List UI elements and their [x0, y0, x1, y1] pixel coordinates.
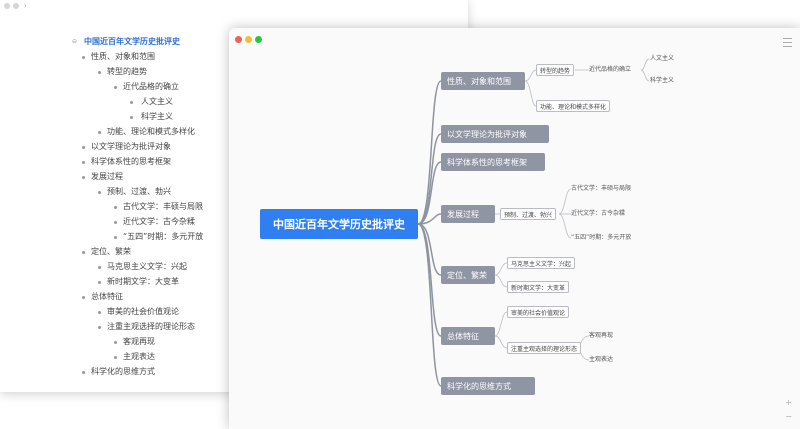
window-dot-icon[interactable]: [13, 3, 19, 9]
bullet-icon: [82, 56, 85, 59]
outline-item[interactable]: 转型的趋势: [107, 67, 147, 76]
minimize-button[interactable]: [245, 36, 252, 43]
bullet-icon: [98, 311, 101, 314]
outline-item[interactable]: 发展过程: [91, 172, 123, 181]
outline-titlebar: ›: [0, 0, 468, 14]
outline-item[interactable]: 主观表达: [123, 352, 155, 361]
bullet-icon: [114, 221, 117, 224]
topic-node[interactable]: 性质、对象和范围: [441, 72, 525, 90]
maximize-button[interactable]: [255, 36, 262, 43]
outline-item[interactable]: 科学体系性的思考框架: [91, 157, 171, 166]
bullet-icon: [114, 206, 117, 209]
chevron-right-icon[interactable]: ›: [24, 2, 27, 10]
outline-item[interactable]: 近代品格的确立: [123, 82, 179, 91]
outline-item[interactable]: 审美的社会价值观论: [107, 307, 179, 316]
bullet-icon: [82, 371, 85, 374]
sub-node[interactable]: 转型的趋势: [536, 64, 575, 76]
bullet-icon: [114, 236, 117, 239]
outline-item[interactable]: 性质、对象和范围: [91, 52, 155, 61]
bullet-icon: [98, 131, 101, 134]
outline-item[interactable]: 新时期文学：大变革: [107, 277, 179, 286]
menu-icon[interactable]: [783, 38, 792, 47]
window-dot-icon[interactable]: [4, 3, 10, 9]
outline-item[interactable]: 科学主义: [141, 112, 173, 121]
outline-item[interactable]: 功能、理论和模式多样化: [107, 127, 195, 136]
topic-node[interactable]: 发展过程: [441, 205, 495, 223]
close-button[interactable]: [235, 36, 242, 43]
bullet-icon: [82, 161, 85, 164]
bullet-icon: [130, 101, 133, 104]
bullet-icon: [114, 86, 117, 89]
leaf-node[interactable]: 近代文学：古今杂糅: [571, 210, 626, 217]
bullet-icon: [98, 191, 101, 194]
background-panel: [470, 0, 800, 28]
bullet-icon: [98, 266, 101, 269]
outline-item[interactable]: 总体特征: [91, 292, 123, 301]
sub-node[interactable]: 审美的社会价值观论: [507, 306, 570, 318]
leaf-node[interactable]: 主观表达: [589, 356, 614, 363]
topic-node[interactable]: 科学体系性的思考框架: [441, 153, 545, 171]
connector-lines: [417, 58, 650, 387]
outline-item[interactable]: 近代文学：古今杂糅: [123, 217, 195, 226]
leaf-node[interactable]: 近代品格的确立: [589, 66, 632, 73]
bullet-icon: [130, 116, 133, 119]
bullet-icon: [82, 251, 85, 254]
outline-item[interactable]: 定位、繁荣: [91, 247, 131, 256]
outline-root[interactable]: 中国近百年文学历史批评史: [84, 37, 180, 46]
outline-item[interactable]: 古代文学：丰硕与局限: [123, 202, 203, 211]
outline-item[interactable]: 马克思主义文学：兴起: [107, 262, 187, 271]
leaf-node[interactable]: 科学主义: [650, 77, 675, 84]
bullet-icon: [98, 71, 101, 74]
root-node[interactable]: 中国近百年文学历史批评史: [260, 209, 418, 239]
bullet-icon: [82, 296, 85, 299]
outline-item[interactable]: “五四”时期：多元开放: [123, 232, 204, 241]
bullet-icon: [82, 146, 85, 149]
topic-node[interactable]: 科学化的思维方式: [441, 377, 535, 395]
bullet-icon: [114, 341, 117, 344]
sub-node[interactable]: 新时期文学：大变革: [507, 281, 570, 293]
outline-item[interactable]: 客观再现: [123, 337, 155, 346]
topic-node[interactable]: 以文学理论为批评对象: [441, 125, 549, 143]
bullet-icon: [98, 326, 101, 329]
leaf-node[interactable]: 客观再现: [589, 332, 614, 339]
outline-item[interactable]: 以文学理论为批评对象: [91, 142, 171, 151]
sub-node[interactable]: 注重主观选择的理论形态: [507, 342, 582, 354]
topic-node[interactable]: 总体特征: [441, 327, 495, 345]
bullet-icon: [114, 356, 117, 359]
sub-node[interactable]: 功能、理论和模式多样化: [536, 100, 611, 112]
outline-item[interactable]: 注重主观选择的理论形态: [107, 322, 195, 331]
outline-item[interactable]: 人文主义: [141, 97, 173, 106]
zoom-in-button[interactable]: +: [785, 398, 792, 407]
collapse-icon[interactable]: ⊖: [72, 38, 78, 45]
bullet-icon: [98, 281, 101, 284]
mindmap-window: 中国近百年文学历史批评史 性质、对象和范围 以文学理论为批评对象 科学体系性的思…: [229, 28, 800, 429]
leaf-node[interactable]: “五四”时期：多元开放: [571, 234, 632, 241]
sub-node[interactable]: 预制、过渡、勃兴: [500, 208, 557, 220]
outline-item[interactable]: 预制、过渡、勃兴: [107, 187, 171, 196]
sub-node[interactable]: 马克思主义文学：兴起: [507, 257, 576, 269]
leaf-node[interactable]: 古代文学：丰硕与局限: [571, 185, 632, 192]
bullet-icon: [82, 176, 85, 179]
zoom-out-button[interactable]: −: [785, 412, 792, 421]
topic-node[interactable]: 定位、繁荣: [441, 266, 495, 284]
outline-item[interactable]: 科学化的思维方式: [91, 367, 155, 376]
leaf-node[interactable]: 人文主义: [650, 55, 675, 62]
